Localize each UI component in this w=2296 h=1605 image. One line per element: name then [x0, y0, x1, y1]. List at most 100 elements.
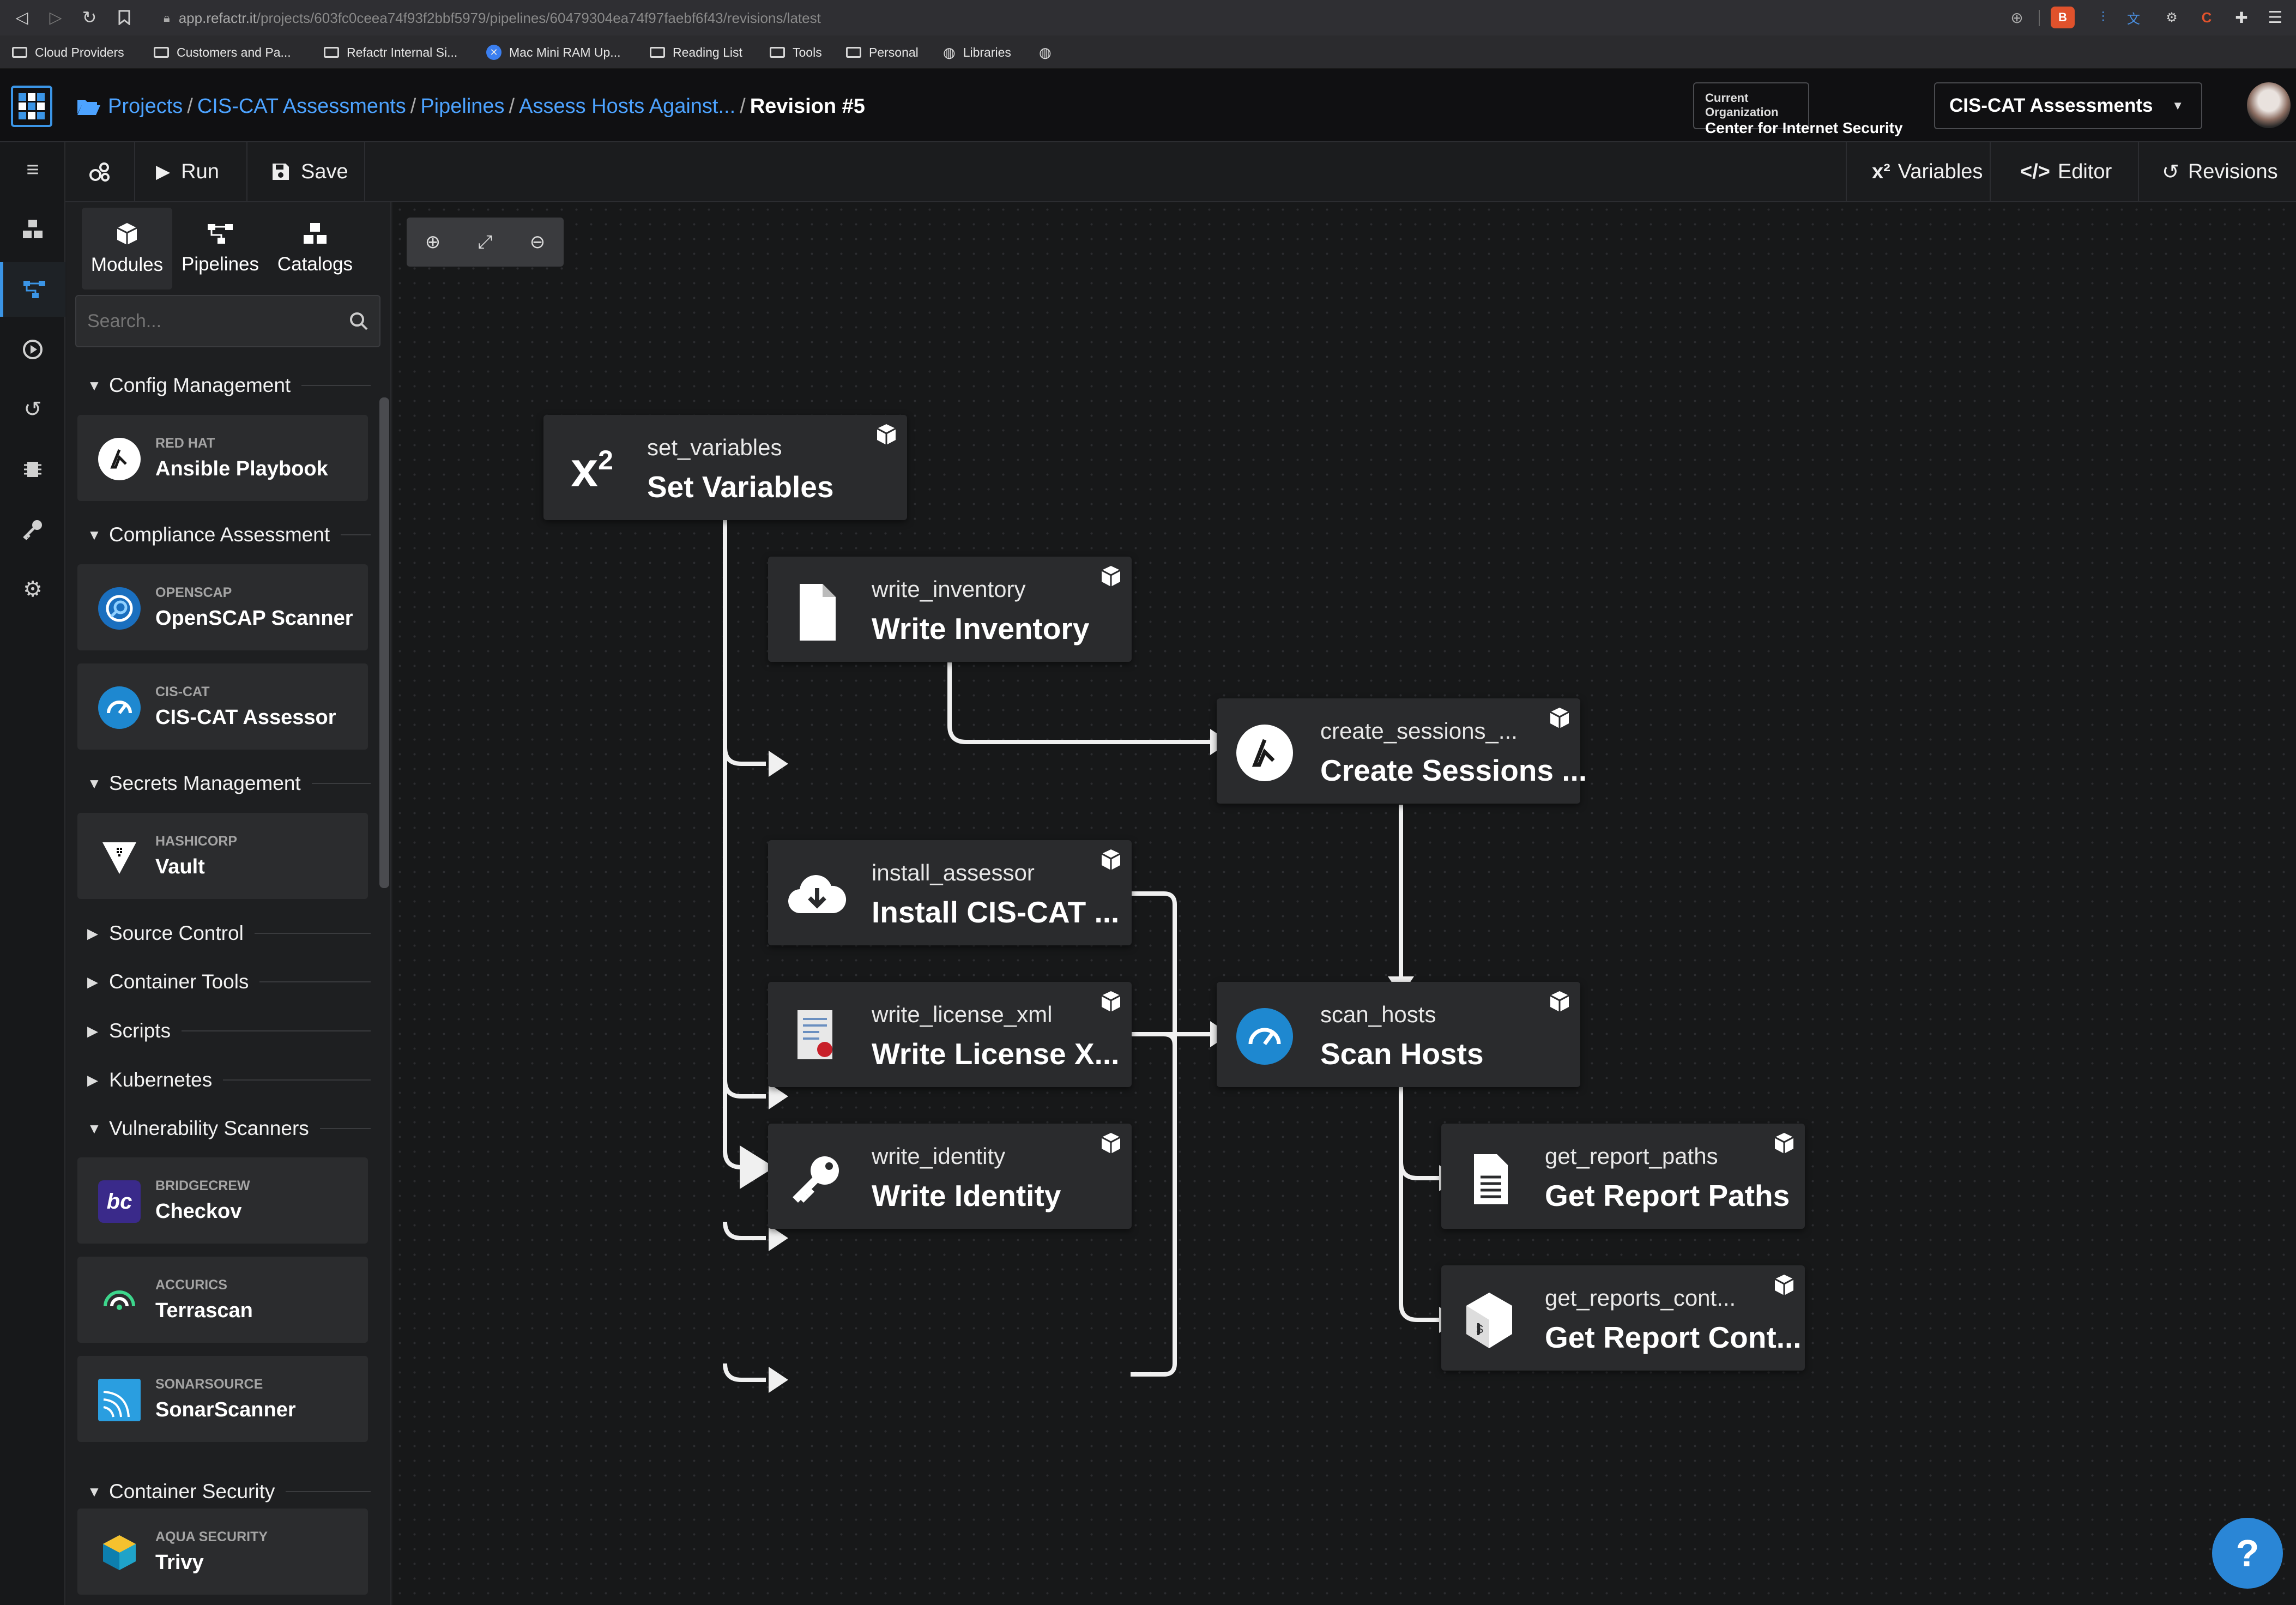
pipeline-node-write-license-xml[interactable]: write_license_xml Write License X... [768, 982, 1132, 1087]
node-label: Get Report Cont... [1545, 1320, 1802, 1354]
category-kubernetes[interactable]: ▶Kubernetes [87, 1064, 371, 1096]
tab-catalogs[interactable]: Catalogs [268, 208, 362, 289]
bookmark-folder[interactable]: Refactr Internal Si... [324, 35, 457, 69]
address-bar[interactable]: 🔒︎ app.refactr.it /projects/603fc0ceea74… [164, 8, 2017, 28]
pipeline-node-scan-hosts[interactable]: scan_hosts Scan Hosts [1217, 982, 1580, 1087]
module-search[interactable] [75, 295, 380, 347]
translate-icon[interactable]: 文 [2127, 11, 2140, 27]
puzzle-icon[interactable]: ✚ [2235, 9, 2248, 26]
node-id: set_variables [647, 435, 782, 460]
category-source-control[interactable]: ▶Source Control [87, 917, 371, 950]
module-checkov[interactable]: bc BRIDGECREW Checkov [77, 1157, 368, 1244]
save-button[interactable]: Save [247, 142, 365, 201]
key-icon[interactable] [0, 502, 65, 557]
bookmark-folder[interactable]: Cloud Providers [12, 35, 124, 69]
pipeline-canvas[interactable]: ⊕ ⤢ ⊖ [392, 202, 2296, 1605]
history-icon[interactable]: ↺ [23, 397, 42, 421]
project-select[interactable]: CIS-CAT Assessments ▼ [1934, 82, 2202, 129]
search-icon[interactable] [349, 311, 368, 331]
menu-icon[interactable]: ☰ [2268, 8, 2283, 27]
module-trivy[interactable]: AQUA SECURITY Trivy [77, 1509, 368, 1595]
pipeline-node-set-variables[interactable]: x2 set_variables Set Variables [543, 415, 907, 520]
breadcrumb-current: Revision #5 [750, 94, 865, 118]
tab-modules[interactable]: Modules [82, 208, 172, 289]
pipelines-icon[interactable] [0, 262, 65, 317]
zoom-in-icon[interactable]: ⊕ [425, 232, 441, 252]
edge [947, 662, 1210, 744]
bookmark-icon[interactable] [114, 8, 134, 27]
openscap-icon [98, 587, 141, 630]
module-vendor: HASHICORP [155, 834, 238, 849]
runs-icon[interactable] [0, 322, 65, 377]
breadcrumb-projects[interactable]: Projects [108, 94, 183, 118]
breadcrumb-project[interactable]: CIS-CAT Assessments [197, 94, 406, 118]
module-terrascan[interactable]: ACCURICS Terrascan [77, 1257, 368, 1343]
extension-icon[interactable]: ⚙ [2166, 10, 2178, 25]
breadcrumb-pipeline[interactable]: Assess Hosts Against... [519, 94, 736, 118]
search-input[interactable] [87, 310, 327, 332]
category-container-security[interactable]: ▼Container Security [87, 1475, 371, 1508]
category-label: Kubernetes [109, 1069, 213, 1091]
category-compliance-assessment[interactable]: ▼Compliance Assessment [87, 518, 371, 551]
editor-button[interactable]: </>Editor [1991, 142, 2139, 201]
bookmark-link[interactable]: ◍ [1039, 35, 1052, 69]
category-vulnerability-scanners[interactable]: ▼Vulnerability Scanners [87, 1112, 371, 1145]
module-sonarscanner[interactable]: SONARSOURCE SonarScanner [77, 1356, 368, 1442]
bookmark-link[interactable]: ◍Libraries [943, 35, 1011, 69]
module-cis-cat-assessor[interactable]: CIS-CAT CIS-CAT Assessor [77, 663, 368, 750]
category-secrets-management[interactable]: ▼Secrets Management [87, 767, 371, 800]
back-icon[interactable]: ◁ [15, 8, 28, 27]
panel-scrollbar[interactable] [379, 397, 389, 888]
edge [723, 747, 766, 766]
help-button[interactable]: ? [2212, 1518, 2283, 1589]
catalog-icon[interactable] [0, 202, 65, 257]
extension-icon[interactable]: C [2201, 9, 2212, 26]
cube-icon [1774, 1275, 1794, 1295]
tab-pipelines[interactable]: Pipelines [173, 208, 267, 289]
bookmark-folder[interactable]: Customers and Pa... [154, 35, 291, 69]
zoom-out-icon[interactable]: ⊖ [529, 232, 546, 252]
fit-screen-icon[interactable]: ⤢ [478, 231, 493, 252]
run-button[interactable]: ▶Run [135, 142, 247, 201]
revisions-button[interactable]: ↺Revisions [2139, 142, 2296, 201]
hamburger-icon[interactable]: ≡ [26, 157, 39, 182]
category-config-management[interactable]: ▼Config Management [87, 369, 371, 402]
bookmark-folder[interactable]: Reading List [650, 35, 742, 69]
divider [254, 933, 371, 934]
pipeline-node-get-reports-content[interactable]: $ get_reports_cont... Get Report Cont... [1441, 1265, 1805, 1371]
zoom-icon[interactable]: ⊕ [2010, 9, 2023, 26]
settings-button[interactable] [65, 142, 135, 201]
pipeline-node-write-inventory[interactable]: write_inventory Write Inventory [768, 557, 1132, 662]
bookmark-folder[interactable]: Tools [770, 35, 822, 69]
forward-icon[interactable]: ▷ [49, 8, 62, 27]
pipeline-node-install-assessor[interactable]: install_assessor Install CIS-CAT ... [768, 840, 1132, 945]
category-label: Source Control [109, 922, 244, 944]
brave-shield-icon[interactable]: B [2051, 7, 2075, 28]
pipeline-node-write-identity[interactable]: write_identity Write Identity [768, 1124, 1132, 1229]
breadcrumb-pipelines[interactable]: Pipelines [420, 94, 505, 118]
avatar[interactable] [2247, 82, 2291, 128]
zoom-controls: ⊕ ⤢ ⊖ [407, 218, 564, 267]
module-name: OpenSCAP Scanner [155, 607, 353, 630]
category-container-tools[interactable]: ▶Container Tools [87, 966, 371, 998]
cube-icon [117, 223, 137, 245]
pipeline-edges [723, 518, 1459, 1393]
extension-icon[interactable]: ⫶ [2101, 9, 2105, 25]
module-openscap-scanner[interactable]: OPENSCAP OpenSCAP Scanner [77, 564, 368, 650]
pipeline-node-get-report-paths[interactable]: get_report_paths Get Report Paths [1441, 1124, 1805, 1229]
reload-icon[interactable]: ↻ [82, 8, 97, 27]
bookmark-link[interactable]: ✕Mac Mini RAM Up... [486, 35, 620, 69]
pipeline-node-create-sessions[interactable]: create_sessions_... Create Sessions ... [1217, 698, 1587, 804]
category-scripts[interactable]: ▶Scripts [87, 1015, 371, 1047]
module-vault[interactable]: HASHICORP Vault [77, 813, 368, 899]
agents-icon[interactable] [0, 442, 65, 497]
bookmark-folder[interactable]: Personal [846, 35, 919, 69]
module-ansible-playbook[interactable]: RED HAT Ansible Playbook [77, 415, 368, 501]
app-logo[interactable] [11, 86, 52, 127]
gear-icon[interactable]: ⚙ [23, 577, 43, 601]
x2-icon: x2 [571, 442, 613, 497]
org-switcher[interactable]: Current Organization Center for Internet… [1693, 82, 1903, 136]
module-name: Trivy [155, 1551, 204, 1574]
module-name: CIS-CAT Assessor [155, 706, 336, 729]
